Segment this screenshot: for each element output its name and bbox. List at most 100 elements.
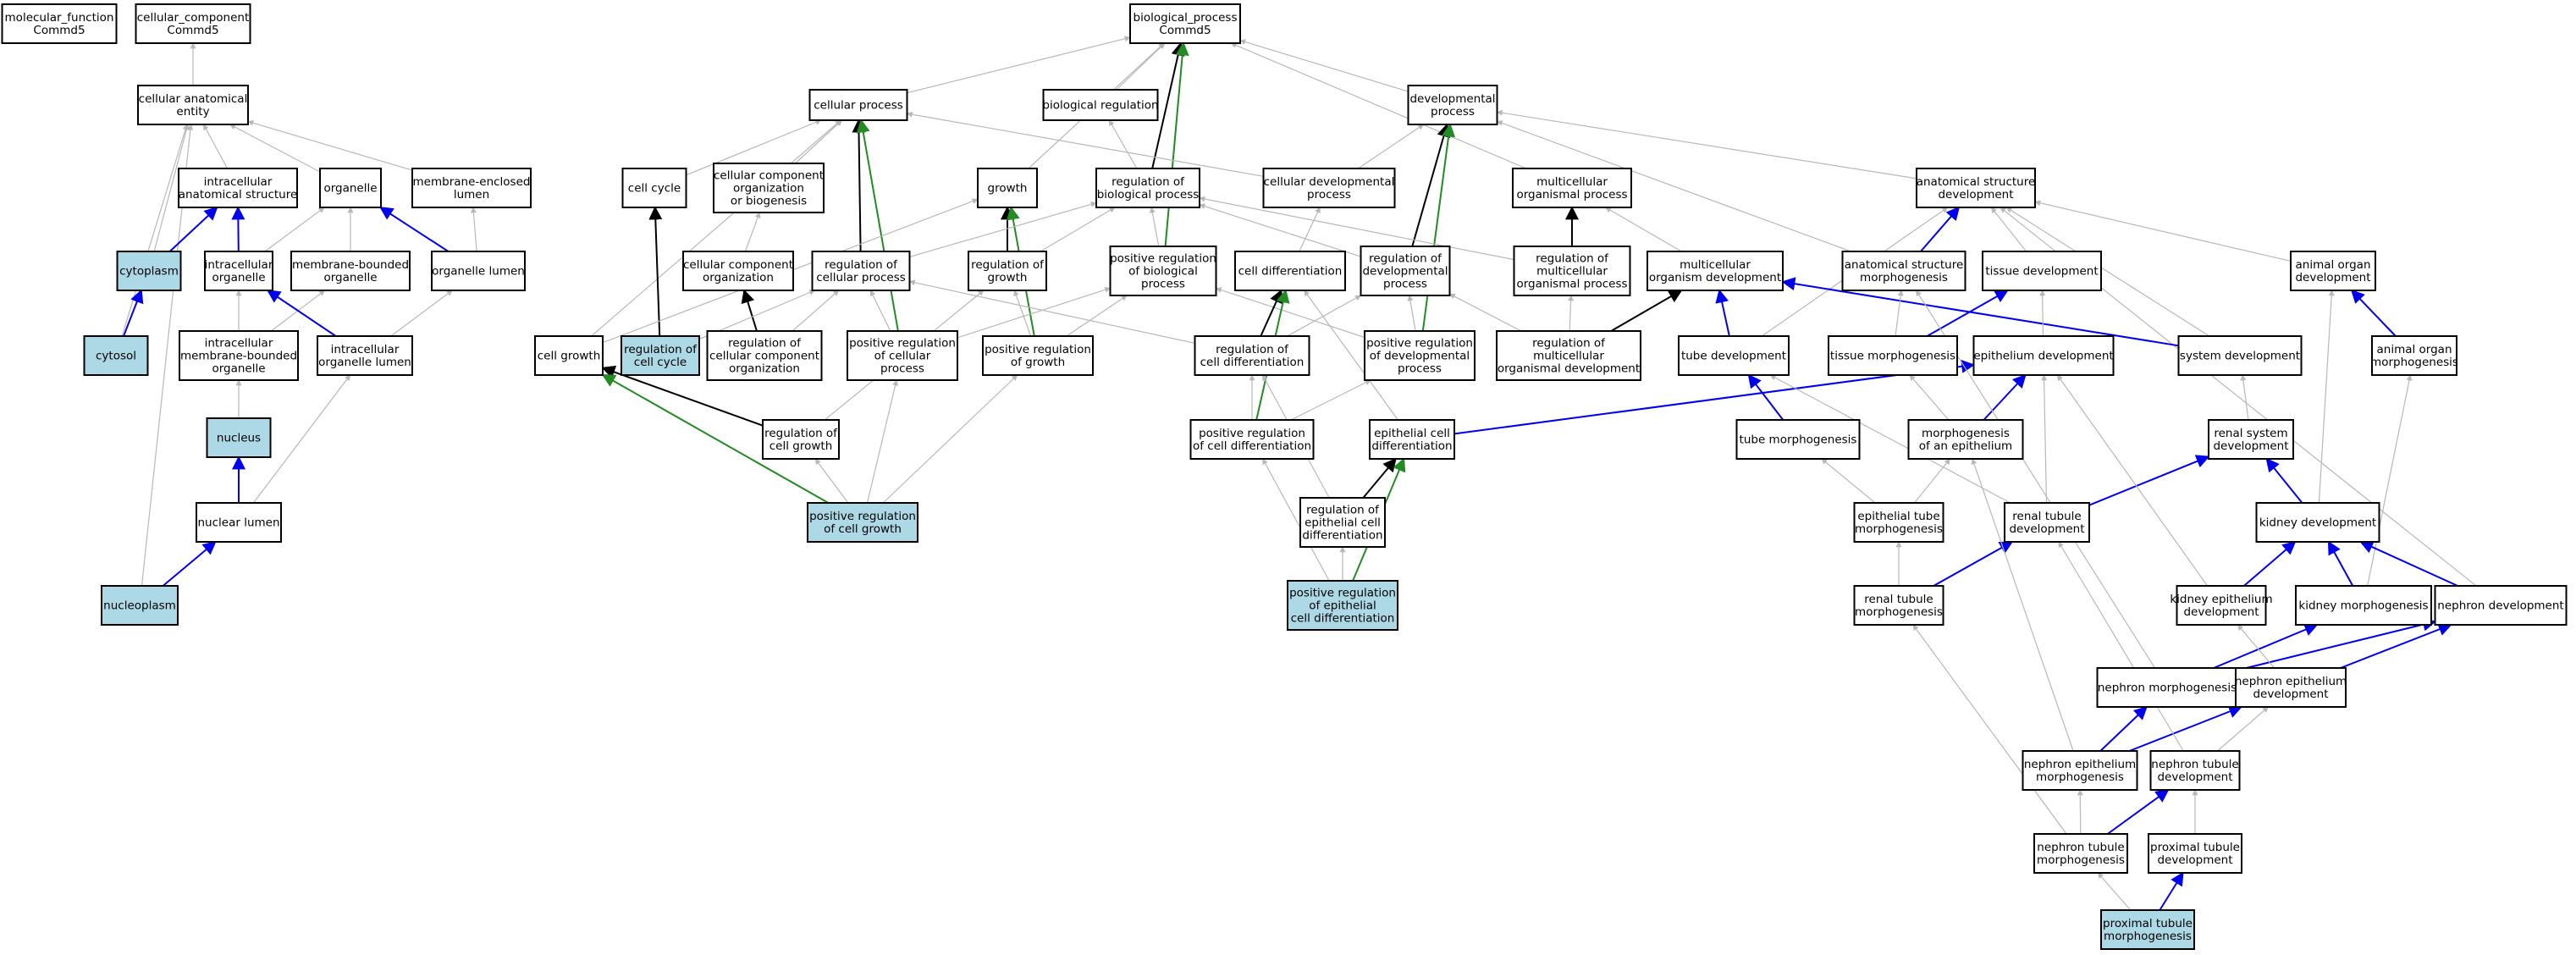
node-box[interactable] [1194, 335, 1310, 376]
go-term-node-nucleus[interactable]: nucleus [206, 417, 272, 458]
go-term-node-cyc[interactable]: cell cycle [621, 168, 687, 208]
node-box[interactable] [982, 335, 1094, 376]
node-box[interactable] [1512, 168, 1632, 208]
node-box[interactable] [1972, 335, 2115, 376]
node-box[interactable] [2290, 251, 2376, 291]
node-box[interactable] [2033, 833, 2128, 874]
go-term-node-breg[interactable]: biological regulation [1042, 89, 1159, 121]
node-box[interactable] [1828, 335, 1958, 376]
node-box[interactable] [968, 251, 1047, 291]
node-box[interactable] [2004, 502, 2090, 543]
node-box[interactable] [1095, 168, 1200, 208]
go-term-node-org[interactable]: organelle [319, 168, 382, 208]
node-box[interactable] [101, 585, 179, 626]
node-box[interactable] [290, 251, 411, 291]
go-term-node-cdiff[interactable]: cell differentiation [1234, 251, 1346, 291]
node-box[interactable] [431, 251, 526, 291]
node-box[interactable] [808, 89, 908, 121]
node-box[interactable] [317, 335, 413, 376]
node-box[interactable] [135, 3, 251, 44]
node-box[interactable] [811, 251, 911, 291]
node-box[interactable] [1982, 251, 2102, 291]
node-box[interactable] [621, 168, 687, 208]
node-box[interactable] [1513, 246, 1631, 296]
node-box[interactable] [762, 419, 840, 460]
node-box[interactable] [206, 417, 272, 458]
node-box[interactable] [1496, 330, 1641, 381]
node-box[interactable] [2096, 667, 2238, 708]
node-box[interactable] [1299, 497, 1386, 548]
node-box[interactable] [2434, 585, 2568, 626]
node-box[interactable] [1189, 419, 1315, 460]
node-box[interactable] [2149, 750, 2241, 791]
node-box[interactable] [1841, 251, 1966, 291]
node-box[interactable] [1853, 585, 1944, 626]
go-term-node-tm[interactable]: tissue morphogenesis [1828, 335, 1958, 376]
node-box[interactable] [1129, 3, 1241, 44]
go-term-node-cp[interactable]: cellular process [808, 89, 908, 121]
go-term-node-cg[interactable]: cell growth [534, 335, 604, 376]
node-box[interactable] [2208, 419, 2294, 460]
node-box[interactable] [319, 168, 382, 208]
go-term-node-ol[interactable]: organelle lumen [431, 251, 526, 291]
node-box[interactable] [196, 502, 282, 543]
node-box[interactable] [1364, 330, 1476, 381]
node-box[interactable] [1907, 419, 2024, 460]
go-term-node-tubed[interactable]: tube development [1678, 335, 1790, 376]
node-box[interactable] [977, 168, 1038, 208]
node-box[interactable] [1, 3, 118, 44]
node-box[interactable] [1678, 335, 1790, 376]
go-term-node-gro[interactable]: growth [977, 168, 1038, 208]
node-box[interactable] [2148, 833, 2242, 874]
node-box[interactable] [847, 330, 958, 381]
node-box[interactable] [2177, 335, 2303, 376]
node-box[interactable] [706, 330, 823, 381]
go-term-node-np[interactable]: nucleoplasm [101, 585, 179, 626]
node-box[interactable] [83, 335, 149, 376]
node-box[interactable] [1735, 419, 1861, 460]
node-box[interactable] [2235, 667, 2347, 708]
go-term-node-tubem[interactable]: tube morphogenesis [1735, 419, 1861, 460]
go-term-node-cytosol[interactable]: cytosol [83, 335, 149, 376]
node-box[interactable] [2371, 335, 2457, 376]
go-term-node-td[interactable]: tissue development [1982, 251, 2102, 291]
node-box[interactable] [534, 335, 604, 376]
node-box[interactable] [178, 168, 298, 208]
node-box[interactable] [1262, 168, 1396, 208]
node-box[interactable] [179, 330, 299, 381]
